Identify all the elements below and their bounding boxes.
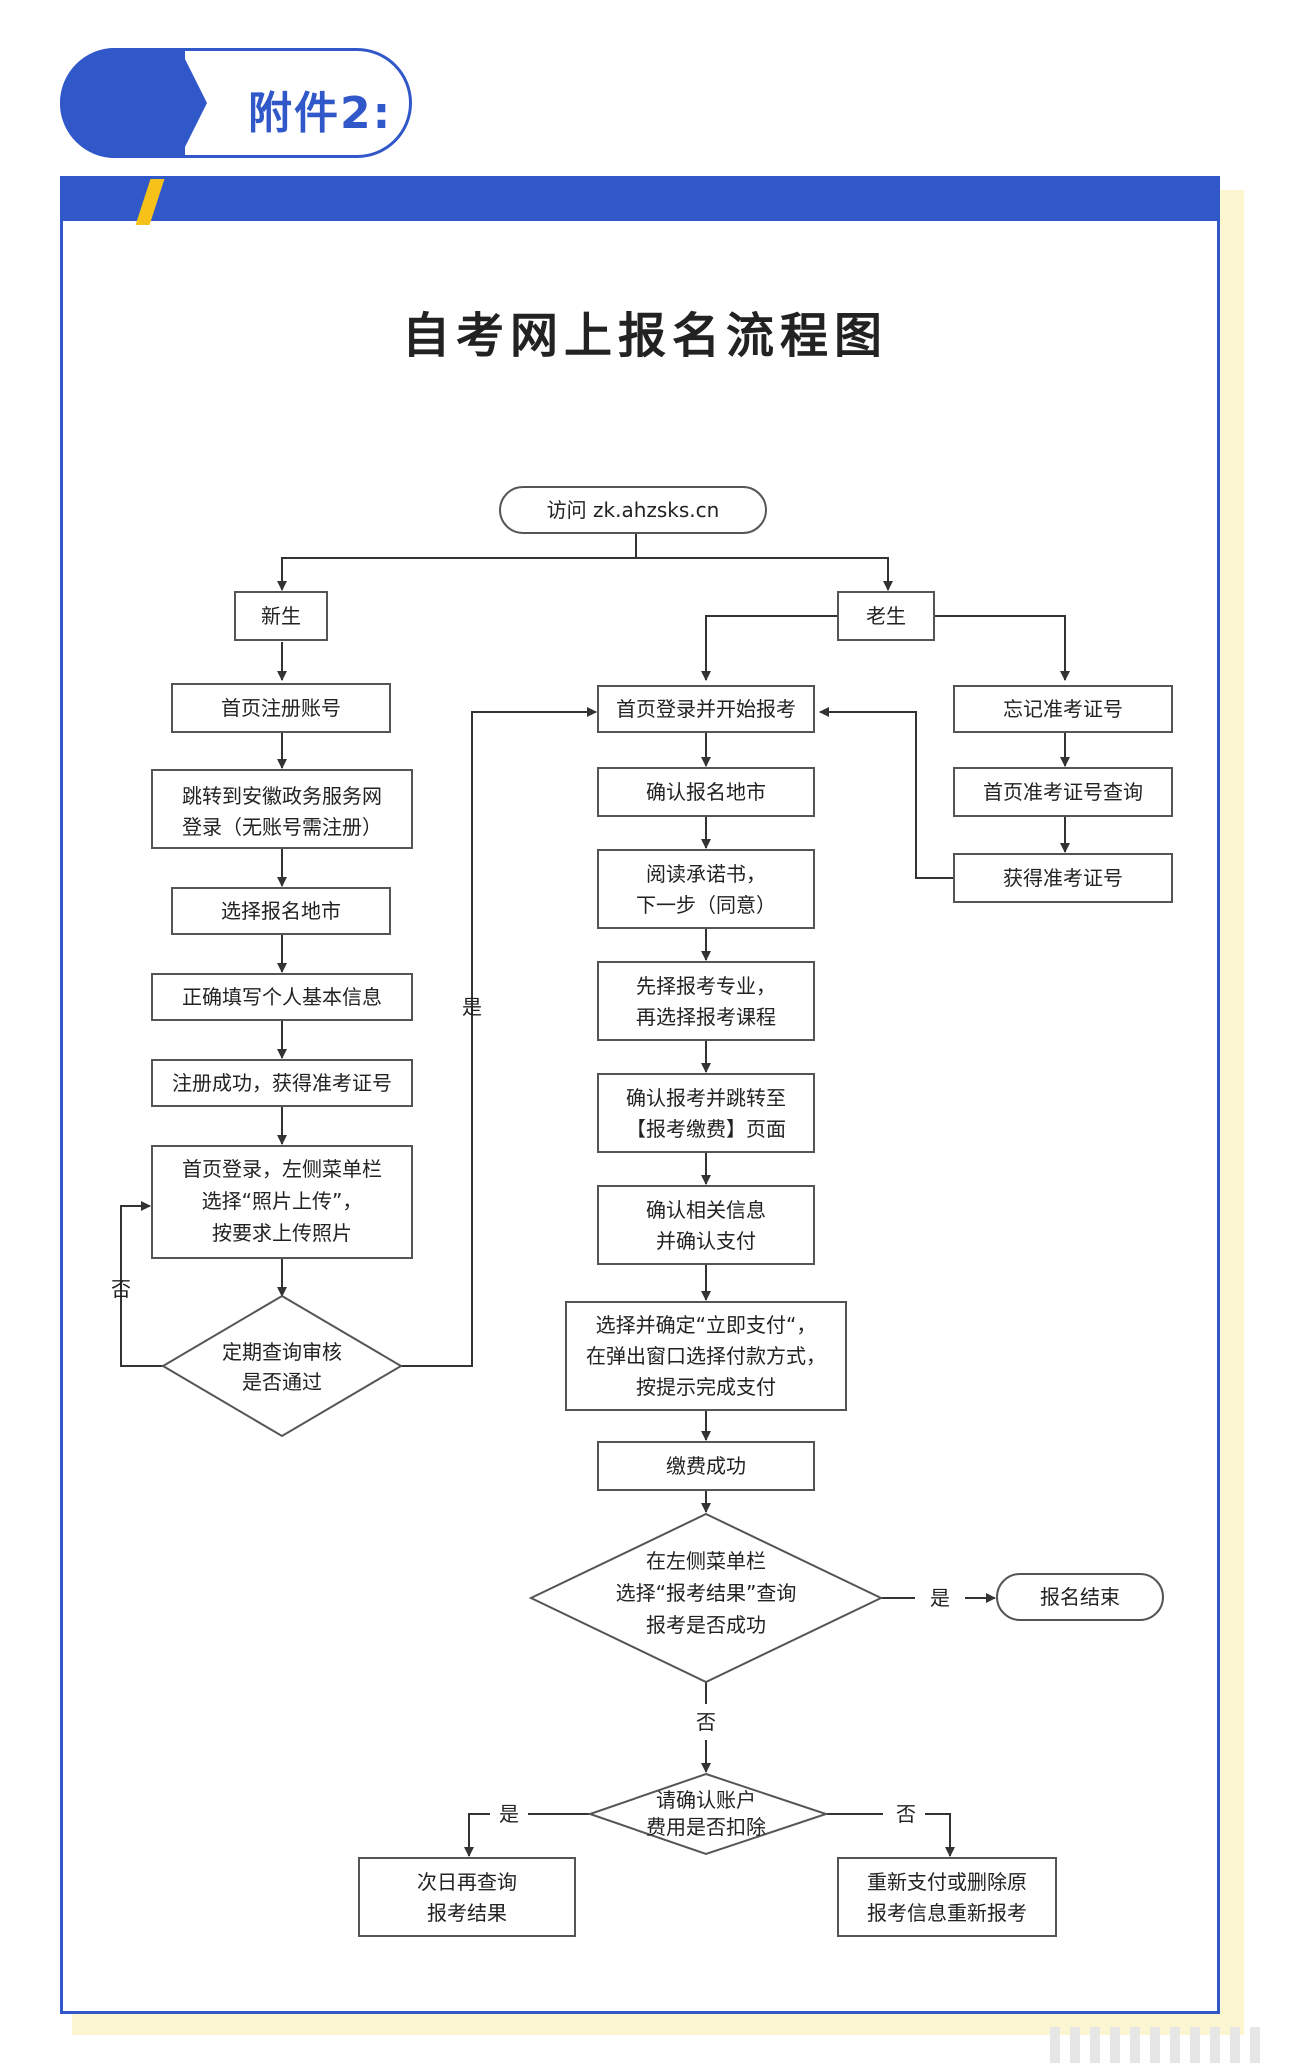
node-read-line1: 阅读承诺书， [646,862,766,886]
node-confirm-info-line1: 确认相关信息 [646,1198,766,1222]
scroll-mark [1250,2027,1260,2063]
node-forgot-text: 忘记准考证号 [1003,697,1123,721]
node-get-number: 获得准考证号 [953,853,1173,903]
node-choose-city-new: 选择报名地市 [171,887,391,935]
node-pay-now-line2: 在弹出窗口选择付款方式， [586,1344,826,1368]
node-old-student-text: 老生 [866,604,906,628]
node-review-line2: 是否通过 [242,1370,322,1394]
node-visit: 访问 zk.ahzsks.cn [499,486,767,534]
node-pay-success-text: 缴费成功 [666,1454,746,1478]
node-choose-city-new-text: 选择报名地市 [221,899,341,923]
edge-label-deduct-yes: 是 [499,1802,519,1826]
node-major-line2: 再选择报考课程 [636,1005,776,1029]
node-confirm-city: 确认报名地市 [597,767,815,817]
node-confirm-city-text: 确认报名地市 [646,780,766,804]
node-major-line1: 先择报考专业， [636,974,776,998]
node-repay: 重新支付或删除原 报考信息重新报考 [837,1857,1057,1937]
node-fill-info: 正确填写个人基本信息 [151,973,413,1021]
node-new-student: 新生 [234,591,328,641]
tab-arrow-icon [181,51,207,155]
node-read-line2: 下一步（同意） [636,893,776,917]
node-old-student: 老生 [837,591,935,641]
node-upload-line3: 按要求上传照片 [212,1221,352,1245]
scroll-mark [1150,2027,1160,2063]
node-deduct-line1: 请确认账户 [656,1788,756,1812]
node-review-line1: 定期查询审核 [222,1340,342,1364]
scroll-mark [1170,2027,1180,2063]
node-pay-page: 确认报考并跳转至 【报考缴费】页面 [597,1073,815,1153]
scroll-mark [1210,2027,1220,2063]
attachment-tab: 附件2: [60,48,412,158]
node-reg-success: 注册成功，获得准考证号 [151,1059,413,1107]
node-end-text: 报名结束 [1040,1585,1120,1609]
node-jump-gov: 跳转到安徽政务服务网 登录（无账号需注册） [151,769,413,849]
attachment-label: 附件2: [248,88,393,139]
node-end: 报名结束 [996,1573,1164,1621]
node-result-line1: 在左侧菜单栏 [646,1549,766,1573]
edge-label-deduct-no: 否 [896,1802,916,1826]
node-pay-page-line2: 【报考缴费】页面 [626,1117,786,1141]
node-repay-line1: 重新支付或删除原 [867,1870,1027,1894]
edge-label-review-no: 否 [111,1277,131,1301]
node-result-line2: 选择“报考结果”查询 [616,1581,797,1605]
edge-label-review-yes: 是 [462,995,482,1019]
node-visit-text: 访问 zk.ahzsks.cn [547,498,720,522]
node-upload-line2: 选择“照片上传”， [202,1189,363,1213]
node-get-number-text: 获得准考证号 [1003,866,1123,890]
node-read-promise: 阅读承诺书， 下一步（同意） [597,849,815,929]
node-deduct-line2: 费用是否扣除 [646,1815,766,1839]
edge-label-result-yes: 是 [930,1586,950,1610]
scroll-mark [1190,2027,1200,2063]
connectors [120,533,1070,1857]
node-confirm-info-line2: 并确认支付 [656,1229,756,1253]
node-next-day: 次日再查询 报考结果 [358,1857,576,1937]
scroll-mark [1130,2027,1140,2063]
node-new-student-text: 新生 [261,604,301,628]
node-login-start: 首页登录并开始报考 [597,685,815,733]
node-forgot-number: 忘记准考证号 [953,685,1173,733]
node-pay-now: 选择并确定“立即支付“， 在弹出窗口选择付款方式， 按提示完成支付 [565,1301,847,1411]
node-upload-photo: 首页登录，左侧菜单栏 选择“照片上传”， 按要求上传照片 [151,1145,413,1259]
node-fill-info-text: 正确填写个人基本信息 [182,985,382,1009]
node-repay-line2: 报考信息重新报考 [867,1901,1027,1925]
edge-label-result-no: 否 [696,1710,716,1734]
node-reg-success-text: 注册成功，获得准考证号 [172,1071,392,1095]
node-pay-success: 缴费成功 [597,1441,815,1491]
node-upload-line1: 首页登录，左侧菜单栏 [182,1157,382,1181]
scroll-mark [1070,2027,1080,2063]
node-result-line3: 报考是否成功 [646,1613,766,1637]
diagram-title: 自考网上报名流程图 [401,308,888,364]
node-choose-major: 先择报考专业， 再选择报考课程 [597,961,815,1041]
scroll-mark [1090,2027,1100,2063]
node-login-start-text: 首页登录并开始报考 [616,697,796,721]
node-jump-gov-line2: 登录（无账号需注册） [182,815,382,839]
node-register-text: 首页注册账号 [221,696,341,720]
node-query-number: 首页准考证号查询 [953,767,1173,817]
node-pay-now-line3: 按提示完成支付 [636,1375,776,1399]
node-next-day-line2: 报考结果 [427,1901,507,1925]
node-pay-page-line1: 确认报考并跳转至 [626,1086,786,1110]
node-confirm-info: 确认相关信息 并确认支付 [597,1185,815,1265]
node-next-day-line1: 次日再查询 [417,1870,517,1894]
node-query-result: 在左侧菜单栏 选择“报考结果”查询 报考是否成功 [528,1512,884,1684]
node-jump-gov-line1: 跳转到安徽政务服务网 [182,784,382,808]
node-query-number-text: 首页准考证号查询 [983,780,1143,804]
node-pay-now-line1: 选择并确定“立即支付“， [596,1313,817,1337]
tab-cap [60,48,185,158]
node-register: 首页注册账号 [171,683,391,733]
node-check-deduct: 请确认账户 费用是否扣除 [586,1772,830,1856]
node-review: 定期查询审核 是否通过 [161,1294,403,1438]
scroll-mark [1110,2027,1120,2063]
frame-header-band [63,179,1217,221]
scroll-mark [1050,2027,1060,2063]
scroll-mark [1230,2027,1240,2063]
